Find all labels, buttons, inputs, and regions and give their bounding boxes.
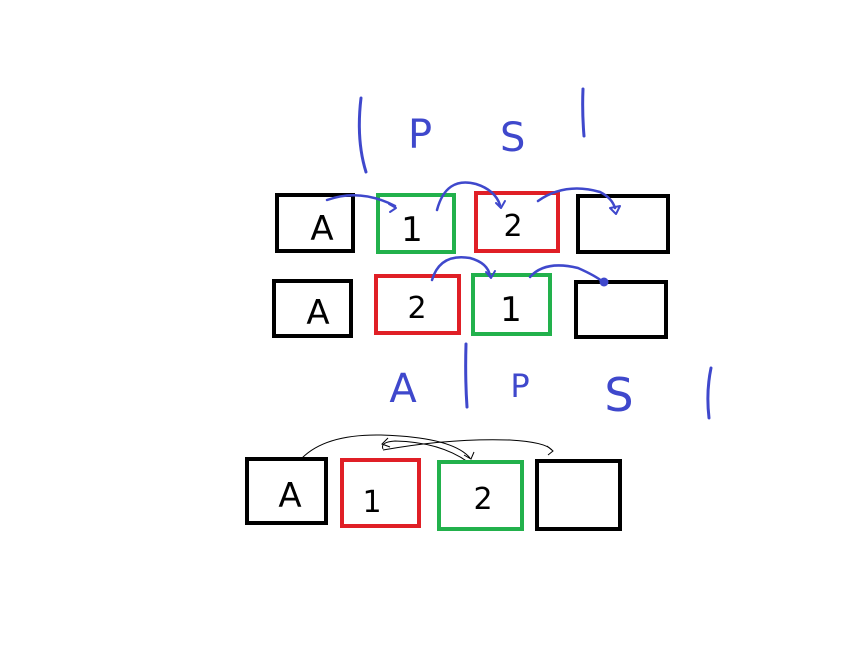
row1-box-1-label: 1 — [401, 210, 423, 250]
row1-box-a-label: A — [310, 209, 333, 249]
row1-box-1 — [376, 193, 456, 254]
row3-arrow-1-to-empty — [382, 439, 553, 451]
row2-box-2-label: 2 — [407, 291, 426, 326]
row2-box-2 — [374, 274, 461, 335]
row3-arrow-a-to-2 — [301, 434, 471, 459]
row2-box-a — [272, 279, 353, 338]
row2-mark-s: S — [604, 368, 633, 422]
row2-arrow-1-to-empty-head — [599, 277, 609, 287]
row1-arrow-1-to-2-head — [495, 200, 506, 209]
row3-arrow-1-to-empty-head — [546, 445, 554, 456]
row2-right-bracket — [706, 366, 713, 420]
row1-box-empty — [576, 194, 670, 254]
row1-box-a — [275, 193, 355, 253]
row3-box-empty — [535, 459, 622, 531]
row1-arrow-a-to-1-head — [388, 203, 397, 213]
row3-box-2-label: 2 — [473, 482, 492, 517]
row2: A 2 1 — [272, 256, 668, 339]
row3-arrow-2-to-1-head — [381, 437, 391, 448]
row2-annotation: A P S — [389, 342, 713, 422]
row1-left-bracket — [357, 96, 368, 174]
row2-arrow-2-to-1 — [430, 256, 492, 282]
row1: A 1 2 — [275, 181, 670, 254]
row3-arrow-a-to-2-head — [463, 451, 475, 460]
row1-mark-p: P — [408, 112, 432, 158]
row1-arrow-2-to-empty-head — [609, 205, 621, 215]
row2-left-bracket — [464, 342, 469, 409]
row3-box-1 — [340, 458, 421, 528]
row1-arrow-2-to-empty — [536, 187, 617, 210]
row3-box-2 — [437, 460, 524, 531]
row3: A 1 2 — [245, 434, 622, 531]
row1-box-2-label: 2 — [503, 209, 522, 244]
row2-arrow-1-to-empty — [528, 264, 605, 284]
row3-box-a — [245, 457, 328, 525]
row2-mark-a: A — [389, 366, 417, 412]
row1-arrow-a-to-1 — [325, 194, 397, 208]
row1-mark-s: S — [500, 115, 525, 161]
row2-box-1-label: 1 — [500, 290, 522, 330]
row2-box-empty — [574, 280, 668, 339]
row2-box-a-label: A — [306, 293, 329, 333]
row1-annotation: P S — [357, 87, 586, 174]
row3-box-a-label: A — [278, 476, 301, 516]
row1-box-2 — [474, 191, 560, 253]
row2-mark-p: P — [510, 367, 529, 405]
row2-arrow-2-to-1-head — [485, 270, 496, 279]
row3-box-1-label: 1 — [362, 485, 381, 520]
row1-arrow-1-to-2 — [435, 181, 502, 212]
row1-right-bracket — [581, 87, 586, 138]
row3-arrow-2-to-1 — [382, 440, 469, 463]
row2-box-1 — [471, 273, 552, 336]
